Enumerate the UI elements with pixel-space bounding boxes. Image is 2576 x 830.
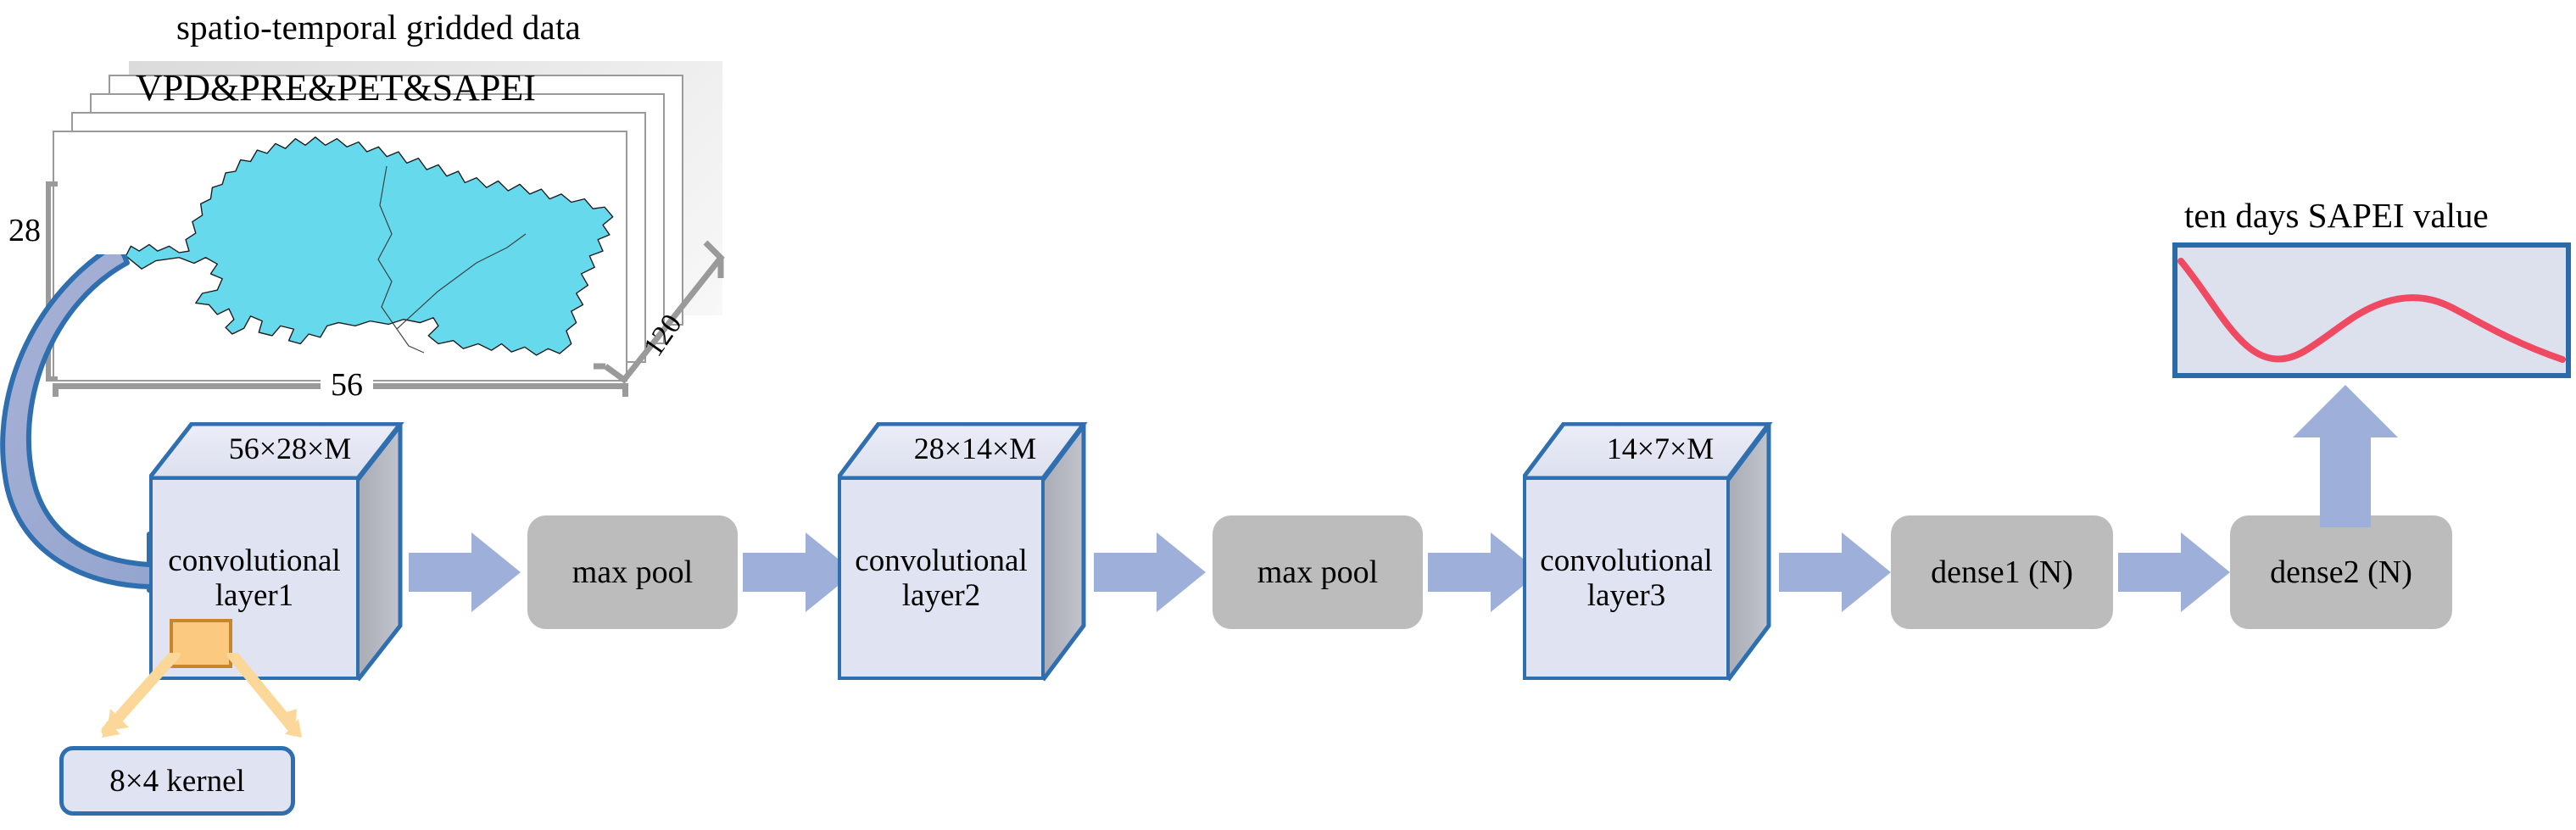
height-brace xyxy=(46,181,58,382)
kernel-label-box[interactable]: 8×4 kernel xyxy=(59,746,295,816)
cube3-front-face: convolutional layer3 xyxy=(1523,476,1730,680)
conv-layer-2-dims: 28×14×M xyxy=(913,432,1037,465)
input-stack-title: spatio-temporal gridded data xyxy=(176,8,581,47)
kernel-label: 8×4 kernel xyxy=(109,763,245,799)
output-chart-panel: ten days SAPEI value xyxy=(2154,195,2576,407)
output-chart-title: ten days SAPEI value xyxy=(2184,196,2489,235)
depth-brace xyxy=(594,240,725,384)
sapei-curve xyxy=(2177,258,2566,363)
cube3-top-face xyxy=(1523,422,1769,478)
conv-layer-1-label: convolutional layer1 xyxy=(168,543,341,613)
conv-layer-3-label: convolutional layer3 xyxy=(1540,543,1713,613)
conv-layer-2-label: convolutional layer2 xyxy=(855,543,1028,613)
output-chart-box[interactable] xyxy=(2172,242,2571,378)
arrow-maxpool1-to-conv2 xyxy=(743,532,855,612)
cube3-side-edges xyxy=(1726,422,1771,682)
max-pool-1-box[interactable]: max pool xyxy=(527,515,738,629)
arrow-dense1-to-dense2 xyxy=(2118,532,2230,612)
conv-layer-2-cube[interactable]: convolutional layer2 28×14×M xyxy=(838,422,1118,682)
province-map xyxy=(125,136,614,356)
arrow-conv3-to-dense1 xyxy=(1779,532,1891,612)
kernel-arrows xyxy=(101,653,302,738)
input-variables-label: VPD&PRE&PET&SAPEI xyxy=(136,67,536,109)
cube2-front-face: convolutional layer2 xyxy=(838,476,1045,680)
width-brace-tick-right xyxy=(622,383,628,397)
input-height-label: 28 xyxy=(8,213,41,248)
arrow-conv2-to-maxpool2 xyxy=(1094,532,1206,612)
dense2-label: dense2 (N) xyxy=(2270,554,2412,590)
max-pool-2-label: max pool xyxy=(1257,554,1379,590)
kernel-patch[interactable] xyxy=(170,619,232,668)
conv-layer-1-dims: 56×28×M xyxy=(228,432,352,465)
dense1-label: dense1 (N) xyxy=(1931,554,2073,590)
cube2-side-edges xyxy=(1041,422,1086,682)
width-brace-tick-left xyxy=(53,383,59,397)
cube1-top-face xyxy=(149,422,400,478)
max-pool-1-label: max pool xyxy=(572,554,694,590)
dense1-box[interactable]: dense1 (N) xyxy=(1891,515,2113,629)
input-width-label: 56 xyxy=(321,366,373,404)
dense2-box[interactable]: dense2 (N) xyxy=(2230,515,2452,629)
input-data-stack: 28 56 120 spatio-temporal gridded data V… xyxy=(0,0,763,407)
arrow-conv1-to-maxpool1 xyxy=(409,532,521,612)
data-card-front xyxy=(53,131,627,382)
arrow-maxpool2-to-conv3 xyxy=(1428,532,1540,612)
conv-layer-3-dims: 14×7×M xyxy=(1606,432,1715,465)
arrow-dense2-to-output xyxy=(2293,385,2398,527)
cube1-side-edges xyxy=(356,422,403,682)
cube2-top-face xyxy=(838,422,1084,478)
max-pool-2-box[interactable]: max pool xyxy=(1213,515,1423,629)
conv-layer-3-cube[interactable]: convolutional layer3 14×7×M xyxy=(1523,422,1803,682)
